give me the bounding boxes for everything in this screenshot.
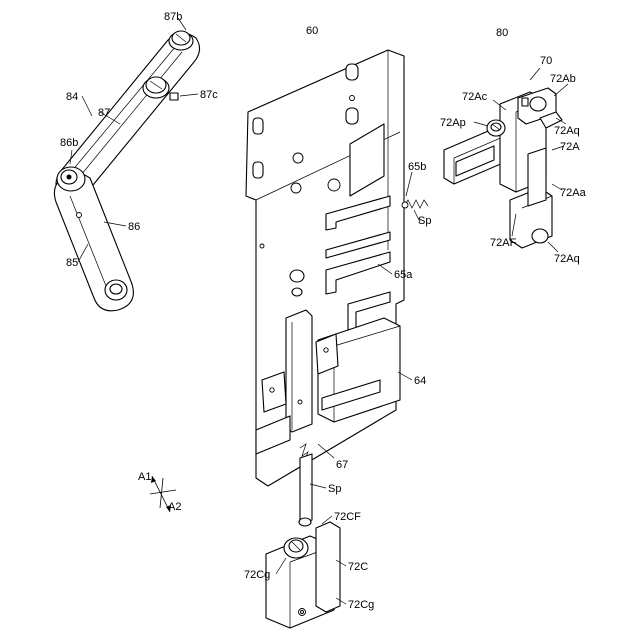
label-64: 64 (414, 375, 426, 387)
label-87: 87 (98, 107, 110, 119)
label-85: 85 (66, 257, 78, 269)
label-65a: 65a (394, 269, 413, 281)
label-86b: 86b (60, 137, 78, 149)
pivot-86b (57, 167, 85, 191)
label-72CF: 72CF (334, 511, 361, 523)
label-72Ac: 72Ac (462, 91, 488, 103)
spring-sp-upper (402, 200, 428, 208)
label-72Cg-left: 72Cg (244, 569, 270, 581)
part-72C (266, 522, 340, 628)
label-84: 84 (66, 91, 78, 103)
label-72Ab: 72Ab (550, 73, 576, 85)
label-72Ap: 72Ap (440, 117, 466, 129)
label-87b: 87b (164, 11, 182, 23)
label-72C: 72C (348, 561, 368, 573)
main-plate-60 (246, 50, 404, 486)
label-72A: 72A (560, 141, 580, 153)
label-A2: A2 (168, 501, 181, 513)
label-72Aa: 72Aa (560, 187, 587, 199)
label-67: 67 (336, 459, 348, 471)
label-72Cg-bottom: 72Cg (348, 599, 374, 611)
label-A1: A1 (138, 471, 151, 483)
label-65b: 65b (408, 161, 426, 173)
label-72Aq-lower: 72Aq (554, 253, 580, 265)
label-sp-upper: Sp (418, 215, 431, 227)
label-87c: 87c (200, 89, 218, 101)
label-60: 60 (306, 25, 318, 37)
screw-87b (169, 31, 193, 50)
label-72Aq-upper: 72Aq (554, 125, 580, 137)
label-86: 86 (128, 221, 140, 233)
part-72A (444, 88, 562, 248)
label-72AF: 72AF (490, 237, 517, 249)
plate-body (246, 50, 404, 486)
label-sp-lower: Sp (328, 483, 341, 495)
label-80: 80 (496, 27, 508, 39)
label-70: 70 (540, 55, 552, 67)
